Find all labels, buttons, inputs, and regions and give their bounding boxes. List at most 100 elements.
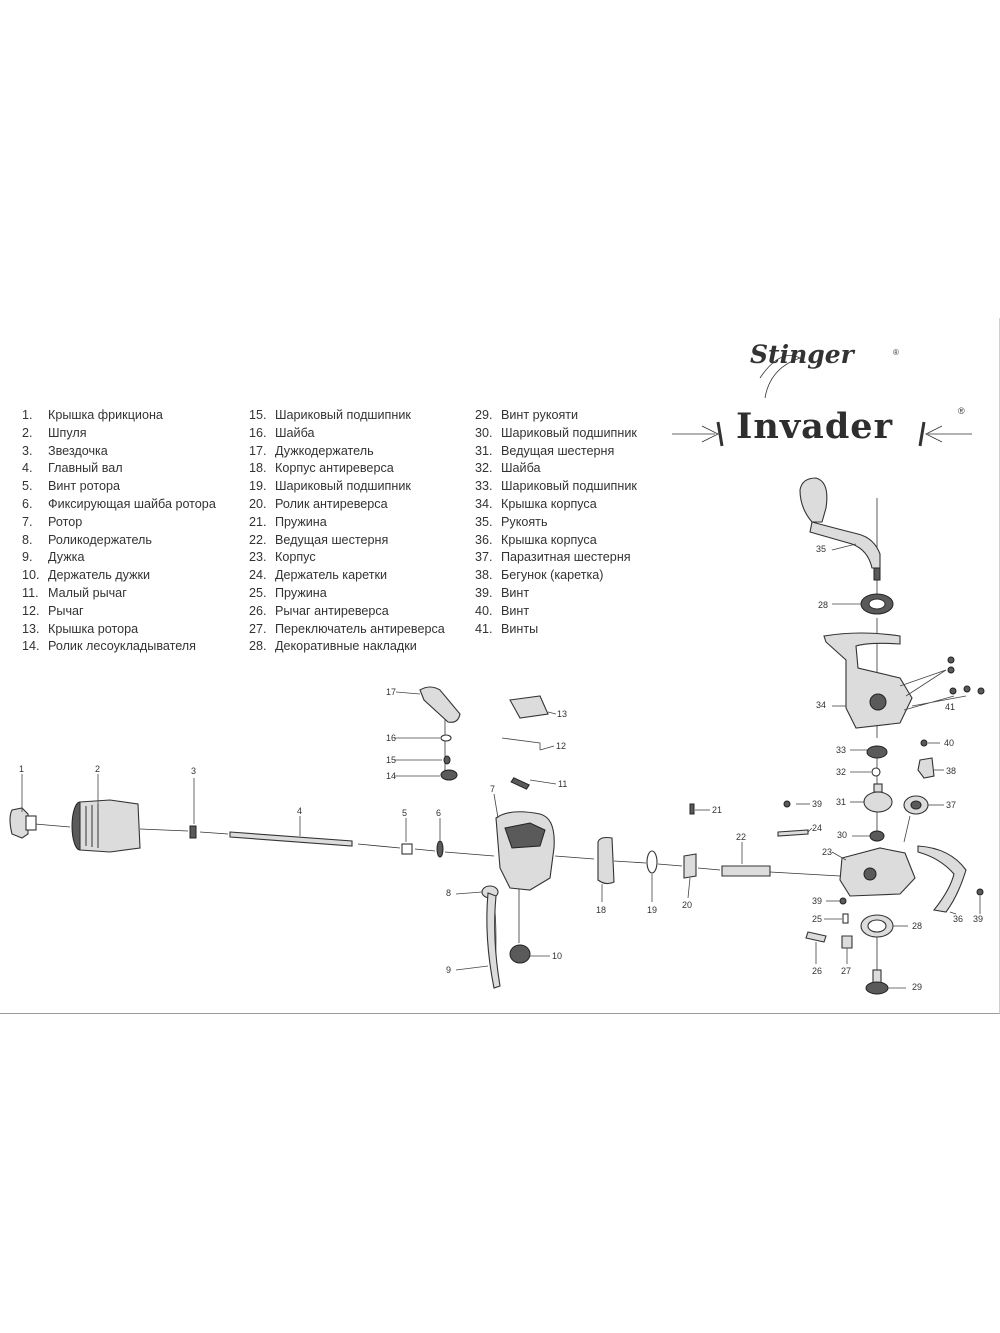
parts-list-item: 12.Рычаг (22, 603, 216, 621)
part-name: Ведущая шестерня (275, 532, 389, 547)
parts-list-item: 34.Крышка корпуса (475, 496, 637, 514)
parts-list-item: 8.Роликодержатель (22, 532, 216, 550)
parts-list-item: 18. Корпус антиреверса (249, 460, 445, 478)
parts-list-item: 10.Держатель дужки (22, 567, 216, 585)
callout-24: 24 (812, 823, 822, 833)
part-name: Ролик лесоукладывателя (48, 639, 196, 654)
parts-list-item: 39.Винт (475, 585, 637, 603)
callout-39: 39 (812, 799, 822, 809)
part-27-anti-reverse-switch (841, 935, 853, 949)
part-name: Корпус антиреверса (275, 461, 394, 476)
parts-list-item: 41.Винты (475, 621, 637, 639)
callout-38: 38 (946, 766, 956, 776)
part-number: 34. (475, 496, 493, 511)
parts-list-item: 30.Шариковый подшипник (475, 425, 637, 443)
part-38-slider (917, 757, 935, 779)
part-18-anti-reverse-housing (597, 836, 615, 885)
part-name: Пружина (275, 514, 327, 529)
callout-9: 9 (446, 965, 451, 975)
callout-17: 17 (386, 687, 396, 697)
brand-logo-swoosh (759, 355, 802, 399)
part-14-line-roller (440, 769, 458, 781)
part-name: Малый рычаг (48, 585, 127, 600)
part-13-rotor-cover (509, 695, 549, 719)
callout-14: 14 (386, 771, 396, 781)
callout-3: 3 (191, 766, 196, 776)
parts-list-item: 17.Дужкодержатель (249, 443, 445, 461)
callout-34: 34 (816, 700, 826, 710)
parts-list-item: 35.Рукоять (475, 514, 637, 532)
part-number: 35. (475, 514, 493, 529)
parts-list-item: 29. Винт рукояти (475, 407, 637, 425)
part-17-bail-arm (419, 686, 461, 723)
callout-39-repeat: 39 (812, 896, 822, 906)
part-number: 31. (475, 443, 493, 458)
part-number: 27. (249, 621, 267, 636)
leader-lines (21, 543, 981, 989)
part-number: 29. (475, 408, 493, 422)
part-name: Винт рукояти (501, 408, 579, 422)
parts-list-item: 22.Ведущая шестерня (249, 532, 445, 550)
part-number: 6. (22, 496, 33, 511)
parts-list-item: 28.Декоративные накладки (249, 638, 445, 656)
part-36-body-cover-side (917, 845, 967, 913)
part-name: Шайба (275, 425, 315, 440)
callout-29: 29 (912, 982, 922, 992)
parts-list-item: 19.Шариковый подшипник (249, 478, 445, 496)
parts-list-item: 26.Рычаг антиреверса (249, 603, 445, 621)
part-number: 5. (22, 479, 33, 494)
part-number: 36. (475, 532, 493, 547)
parts-list-item: 36. Крышка корпуса (475, 532, 637, 550)
callout-30: 30 (837, 830, 847, 840)
part-number: 32. (475, 461, 493, 476)
part-name: Шариковый подшипник (275, 479, 411, 494)
parts-list-item: 40.Винт (475, 603, 637, 621)
part-28-decorative-cover-top (860, 593, 894, 615)
part-number: 12. (22, 603, 40, 618)
part-number: 2. (22, 425, 33, 440)
part-32-washer (871, 767, 881, 777)
callout-40: 40 (944, 738, 954, 748)
callout-22: 22 (736, 832, 746, 842)
part-23-body (839, 847, 916, 897)
part-name: Держатель дужки (48, 568, 151, 583)
part-name: Главный вал (48, 461, 123, 476)
part-name: Пружина (275, 585, 327, 600)
part-name: Винт (501, 603, 530, 618)
part-2-spool (71, 799, 141, 853)
part-number: 7. (22, 514, 33, 529)
part-41-screws (947, 656, 955, 674)
part-35-handle (799, 477, 881, 581)
callout-31: 31 (836, 797, 846, 807)
part-name: Корпус (275, 550, 316, 565)
model-logo-ornament (672, 421, 972, 447)
part-40-screws (949, 685, 985, 695)
part-3-star-washer (189, 825, 197, 839)
part-11-small-lever (510, 777, 530, 790)
part-29-handle-screw (865, 969, 889, 995)
callout-23: 23 (822, 847, 832, 857)
part-number: 3. (22, 443, 33, 458)
callout-26: 26 (812, 966, 822, 976)
parts-list-item: 6.Фиксирующая шайба ротора (22, 496, 216, 514)
part-number: 18. (249, 461, 267, 476)
part-number: 25. (249, 585, 267, 600)
callout-12: 12 (556, 741, 566, 751)
callout-28: 28 (818, 600, 828, 610)
part-name: Роликодержатель (48, 532, 152, 547)
part-number: 1. (22, 408, 33, 422)
brand-registered-mark: ® (893, 348, 899, 357)
callout-35: 35 (816, 544, 826, 554)
parts-list-item: 15.Шариковый подшипник (249, 407, 445, 425)
part-7-rotor (495, 811, 555, 891)
part-name: Крышка корпуса (501, 532, 597, 547)
parts-list-item: 2.Шпуля (22, 425, 216, 443)
model-logo-invader: Invader (736, 406, 894, 447)
part-31-drive-gear (863, 783, 893, 813)
part-26-anti-reverse-lever (805, 931, 827, 943)
